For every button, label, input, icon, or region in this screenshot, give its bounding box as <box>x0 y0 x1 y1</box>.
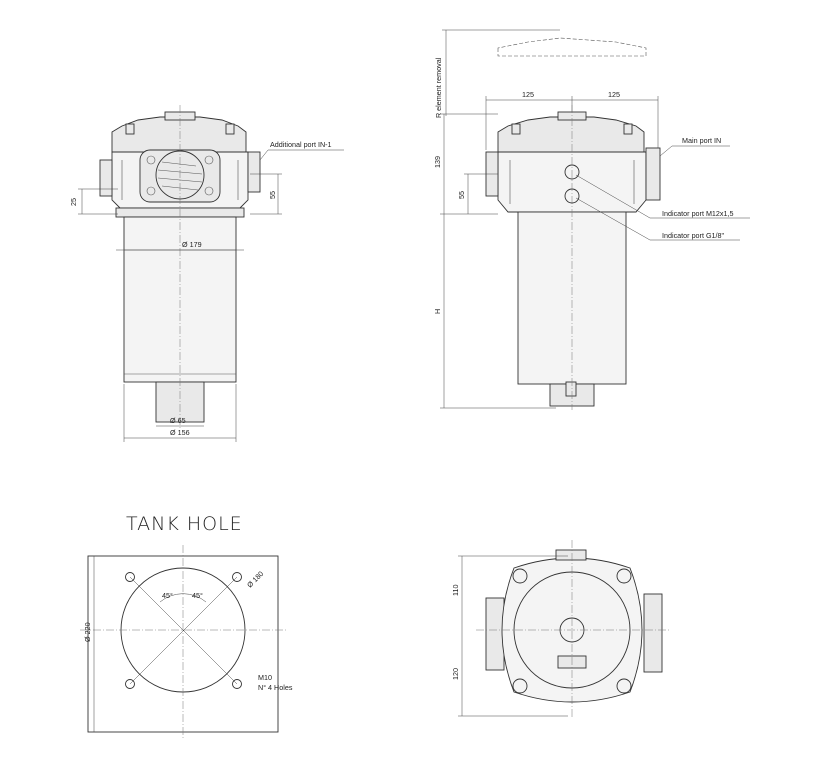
top-dim-110: 110 <box>451 585 460 596</box>
top-bolt <box>512 678 528 694</box>
front-flange-bolt <box>146 186 156 196</box>
main-port-flange <box>645 147 661 201</box>
front-flange-bolt <box>146 155 156 165</box>
front-dim-25: 25 <box>69 198 78 206</box>
tank-hole-bolt <box>125 679 135 689</box>
top-port-right <box>643 593 663 673</box>
top-dim-120: 120 <box>451 668 460 680</box>
additional-port-label: Additional port IN-1 <box>270 140 332 149</box>
dia-180-label: Ø 180 <box>245 569 265 589</box>
front-cover-bolt-right <box>225 123 235 135</box>
angle-right-label: 45° <box>192 591 203 600</box>
top-port-left <box>485 597 505 671</box>
tank-hole-bolt <box>125 572 135 582</box>
dia-220-label: Ø 220 <box>83 622 92 642</box>
front-flange-bolt <box>204 186 214 196</box>
side-dim-125-right: 125 <box>608 90 620 99</box>
side-dim-55: 55 <box>457 191 466 199</box>
tank-hole-view: TANK HOLE 45° 45° Ø 180 Ø 220 M10 N° 4 H… <box>80 513 293 740</box>
side-dim-h: H <box>433 309 442 314</box>
top-tab <box>555 549 587 561</box>
front-dia-179: Ø 179 <box>182 240 202 249</box>
side-view: R element removal 125 125 139 55 <box>433 29 750 410</box>
tank-hole-bolt <box>232 679 242 689</box>
main-port-label: Main port IN <box>682 136 721 145</box>
front-view: 25 55 Ø 179 Ø 65 Ø 156 Additional port I… <box>69 105 344 442</box>
front-cover-bolt-left <box>125 123 135 135</box>
tank-hole-title: TANK HOLE <box>126 513 243 535</box>
angle-left-label: 45° <box>162 591 173 600</box>
top-bolt <box>616 568 632 584</box>
element-removal-outline <box>497 37 647 57</box>
indicator-g18-label: Indicator port G1/8" <box>662 231 725 240</box>
front-dia-65: Ø 65 <box>170 416 186 425</box>
tank-hole-bolt <box>232 572 242 582</box>
thread-label: M10 <box>258 673 272 682</box>
front-dim-55: 55 <box>268 191 277 199</box>
holes-label: N° 4 Holes <box>258 683 293 692</box>
indicator-m12-label: Indicator port M12x1,5 <box>662 209 734 218</box>
top-bolt <box>616 678 632 694</box>
side-cover <box>497 116 645 153</box>
front-cover <box>111 116 247 153</box>
front-port-left <box>99 159 113 197</box>
top-bolt <box>512 568 528 584</box>
front-dia-156: Ø 156 <box>170 428 190 437</box>
side-removal-label: R element removal <box>434 57 443 118</box>
side-dim-125-left: 125 <box>522 90 534 99</box>
front-flange-bolt <box>204 155 214 165</box>
top-view: 110 120 <box>451 540 670 718</box>
side-dim-139: 139 <box>433 156 442 168</box>
additional-port-flange <box>247 151 261 193</box>
